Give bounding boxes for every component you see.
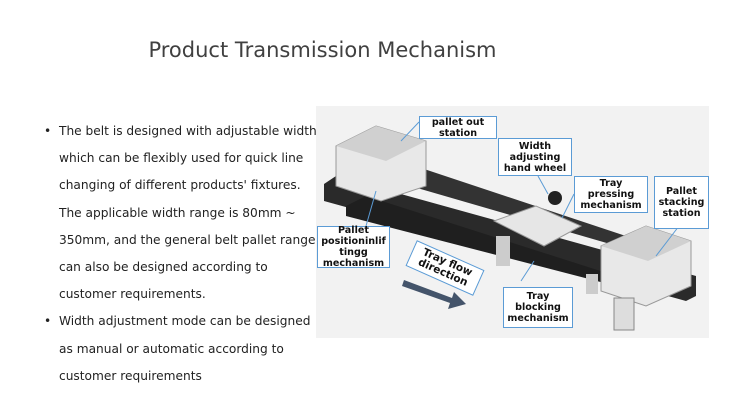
bullet-item: Width adjustment mode can be designed as…: [44, 308, 324, 390]
mechanism-figure: pallet out station Width adjusting hand …: [316, 106, 709, 338]
slide-title: Product Transmission Mechanism: [148, 38, 497, 62]
flow-arrow-icon: [402, 280, 466, 309]
label-tray-blocking: Tray blocking mechanism: [503, 287, 573, 328]
label-pallet-out-station: pallet out station: [419, 116, 497, 139]
label-pallet-stacking: Pallet stacking station: [654, 176, 709, 229]
label-tray-pressing: Tray pressing mechanism: [574, 176, 648, 213]
label-pallet-positioning: Pallet positioninlif tingg mechanism: [317, 225, 390, 269]
bullet-list: The belt is designed with adjustable wid…: [44, 118, 324, 390]
bullet-item: The belt is designed with adjustable wid…: [44, 118, 324, 308]
conveyor-illustration: [324, 121, 696, 331]
label-width-hand-wheel: Width adjusting hand wheel: [498, 138, 572, 176]
